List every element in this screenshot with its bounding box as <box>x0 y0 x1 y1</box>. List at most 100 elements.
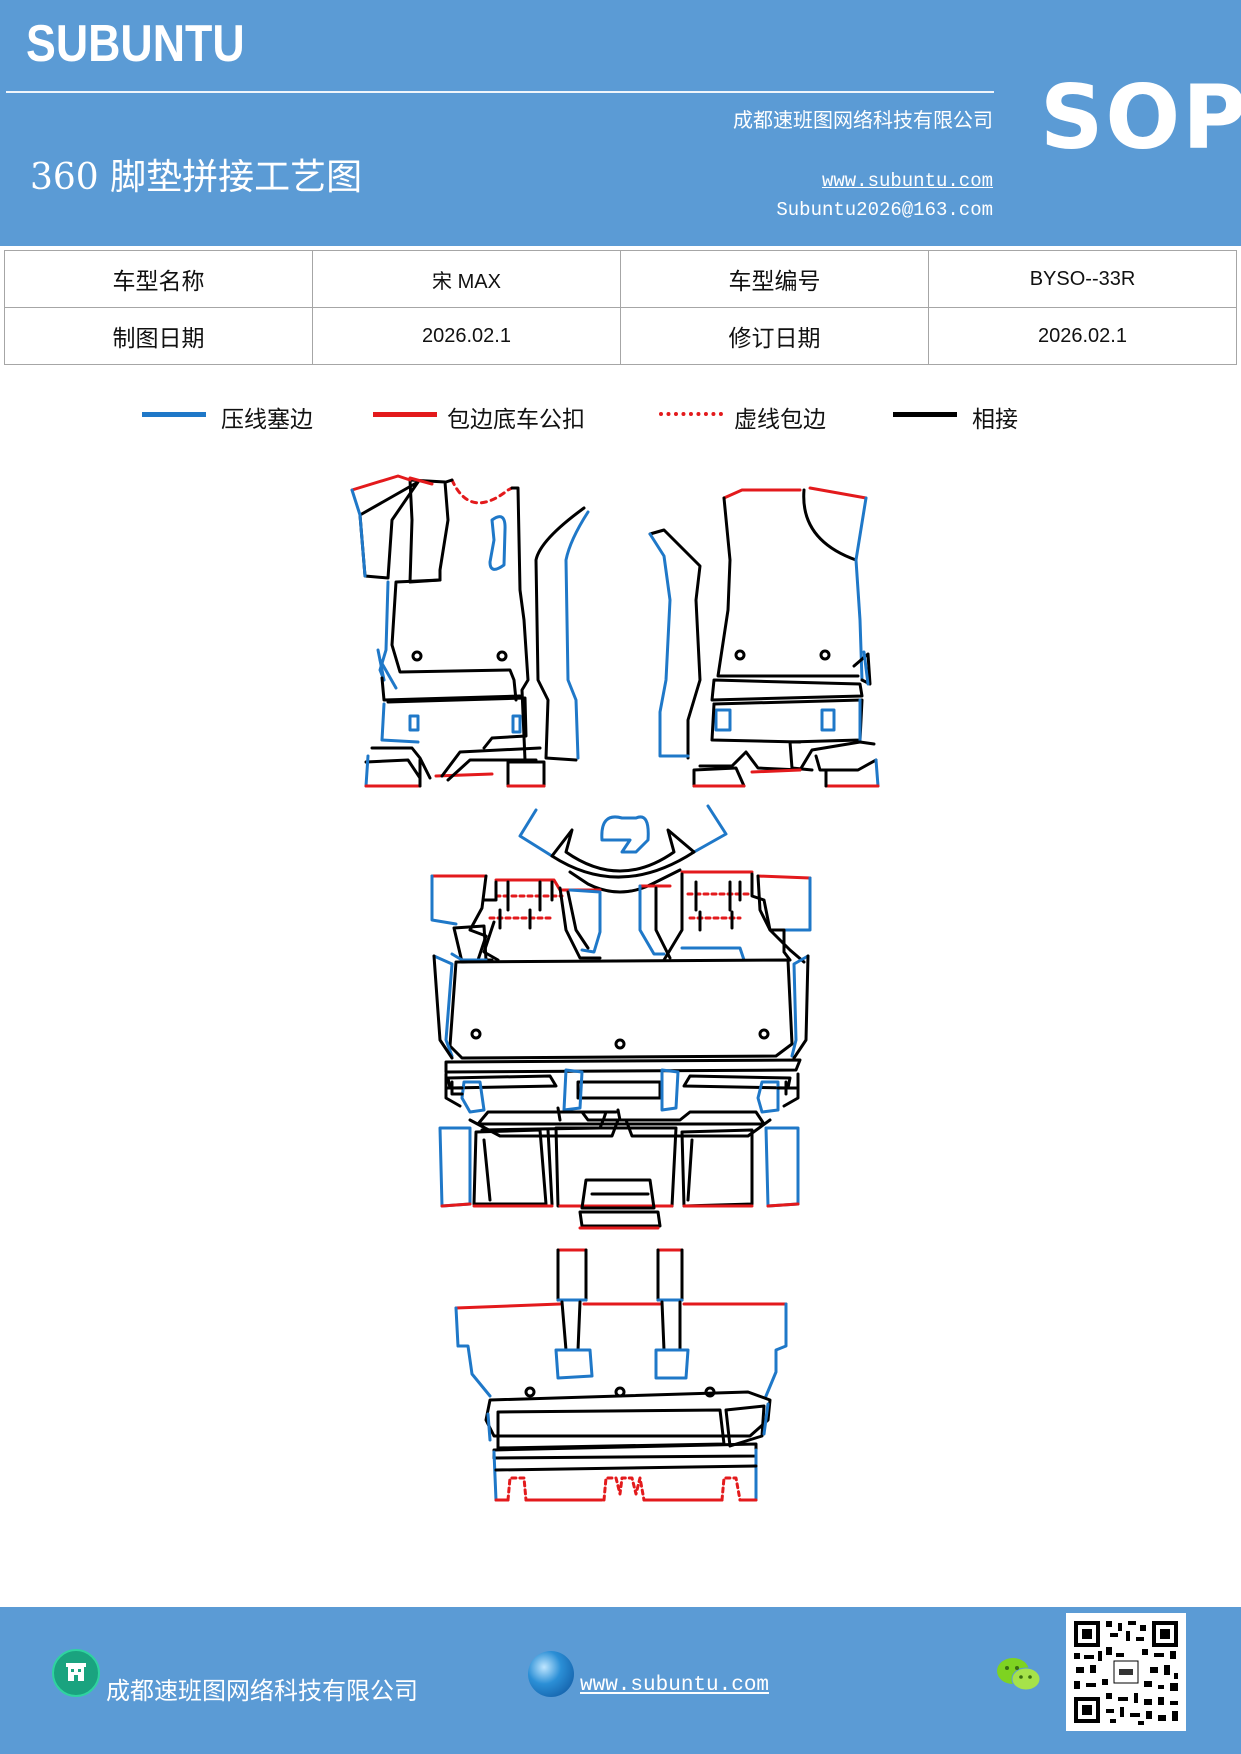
mat-edge-joint <box>692 766 746 788</box>
mat-edge-joint <box>560 1300 682 1352</box>
mat-edge-joint <box>482 886 602 962</box>
mat-hole <box>704 1386 716 1398</box>
mat-front-left <box>350 474 546 788</box>
mat-edge-joint <box>494 1464 758 1472</box>
mat-edge-red <box>440 1202 472 1208</box>
mat-edge-red <box>434 772 494 778</box>
mat-edge-joint <box>390 578 518 702</box>
mat-edge-blue <box>714 708 732 732</box>
mat-edge-joint <box>444 1072 800 1108</box>
mat-edge-joint <box>662 872 806 964</box>
legend-label: 包边底车公扣 <box>447 407 585 433</box>
mat-edge-joint <box>716 496 860 678</box>
mat-edge-red <box>408 476 434 486</box>
mat-edge-red-dotted <box>450 478 514 505</box>
mat-edge-red <box>766 1202 800 1208</box>
mat-edge-red <box>756 874 812 880</box>
mat-edge-joint <box>446 1074 558 1090</box>
mat-edge-red <box>350 474 412 492</box>
revise-date-label: 修订日期 <box>620 307 929 365</box>
mat-edge-blue <box>432 954 454 1058</box>
mat-edge-blue <box>568 888 602 954</box>
mat-edge-joint <box>814 754 878 772</box>
mat-edge-joint <box>698 740 876 772</box>
mat-edge-blue <box>438 1126 472 1208</box>
mat-edge-blue <box>764 1302 788 1398</box>
mat-edge-blue <box>364 754 370 788</box>
building-icon-glyph <box>66 1663 86 1681</box>
mat-hole <box>470 1028 482 1040</box>
header-email-link[interactable]: Subuntu2026@163.com <box>776 199 993 221</box>
mat-edge-joint <box>476 1110 766 1126</box>
mat-edge-blue <box>692 804 728 854</box>
mat-edge-joint <box>680 1128 754 1208</box>
legend-label: 相接 <box>972 407 1018 433</box>
mat-edge-blue <box>756 1080 780 1114</box>
header-website-link[interactable]: www.subuntu.com <box>821 170 993 192</box>
footer-website-link[interactable]: www.subuntu.com <box>580 1674 770 1697</box>
legend-swatch-black <box>893 412 957 417</box>
mat-edge-blue <box>562 1068 584 1112</box>
mat-edge-joint <box>358 480 420 580</box>
sop-badge: SOP <box>1040 66 1241 169</box>
mat-edge-joint <box>556 1106 622 1122</box>
mat-edge-blue <box>862 650 870 686</box>
mat-edge-blue <box>350 488 367 578</box>
mat-edge-joint <box>386 696 528 750</box>
mat-front-right <box>648 486 880 788</box>
wechat-icon[interactable] <box>996 1655 1042 1695</box>
legend-label: 压线塞边 <box>221 407 313 433</box>
mat-edge-red <box>808 486 868 500</box>
mat-edge-blue <box>874 758 880 788</box>
header-company-name: 成都速班图网络科技有限公司 <box>733 108 993 132</box>
mat-edge-joint <box>556 1248 684 1302</box>
mat-edge-joint <box>482 880 554 912</box>
model-name-label: 车型名称 <box>4 250 313 308</box>
building-icon <box>52 1649 100 1697</box>
model-name-value: 宋 MAX <box>312 250 621 308</box>
mat-edge-blue <box>554 1348 690 1380</box>
mat-edge-blue <box>764 1126 800 1208</box>
mat-edge-blue <box>564 510 590 760</box>
mat-edge-red-dotted <box>686 892 754 920</box>
mat-edge-blue <box>454 1306 492 1398</box>
footer-banner: 成都速班图网络科技有限公司 www.subuntu.com <box>0 1607 1241 1754</box>
mat-edge-blue <box>378 658 398 690</box>
mat-edge-red-dotted <box>506 1476 742 1502</box>
mat-edge-joint <box>496 1408 726 1450</box>
mat-edge-joint <box>712 698 864 772</box>
qr-code-icon[interactable] <box>1066 1613 1186 1731</box>
mat-edge-blue <box>820 708 836 732</box>
mat-edge-blue <box>488 515 507 571</box>
mat-edge-joint <box>364 758 422 780</box>
mat-edge-blue <box>648 532 690 758</box>
table-row: 车型名称 宋 MAX 车型编号 BYSO--33R <box>4 250 1237 308</box>
mat-third-row <box>454 1248 788 1502</box>
mat-edge-joint <box>686 1138 694 1202</box>
mat-edge-joint <box>710 678 864 702</box>
mat-edge-joint <box>468 1118 772 1138</box>
mat-edge-joint <box>444 1058 802 1074</box>
mat-edge-joint <box>580 1178 656 1210</box>
draw-date-value: 2026.02.1 <box>312 307 621 365</box>
page-title: 360 脚垫拼接工艺图 <box>30 157 363 198</box>
mat-edge-joint <box>576 1080 662 1100</box>
mat-edge-joint <box>694 880 742 932</box>
header-banner: SUBUNTU 成都速班图网络科技有限公司 360 脚垫拼接工艺图 www.su… <box>0 0 1241 246</box>
mat-edge-joint <box>578 1210 662 1228</box>
mat-edge-joint <box>852 652 872 686</box>
mat-edge-joint <box>432 954 810 1060</box>
mat-edge-joint <box>380 676 522 702</box>
floor-mat-diagram <box>350 474 880 1502</box>
mat-hole <box>614 1386 626 1398</box>
legend-swatch-red <box>373 412 437 417</box>
mat-edge-blue <box>660 1068 680 1112</box>
legend-label: 虚线包边 <box>734 407 826 433</box>
mat-edge-joint <box>444 1080 798 1096</box>
mat-edge-blue <box>376 648 386 682</box>
mat-edge-blue <box>450 952 488 962</box>
footer-company-name: 成都速班图网络科技有限公司 <box>106 1677 418 1705</box>
legend: 压线塞边 包边底车公扣 虚线包边 相接 <box>0 400 1241 440</box>
table-row: 制图日期 2026.02.1 修订日期 2026.02.1 <box>4 307 1237 365</box>
mat-edge-joint <box>444 478 532 764</box>
